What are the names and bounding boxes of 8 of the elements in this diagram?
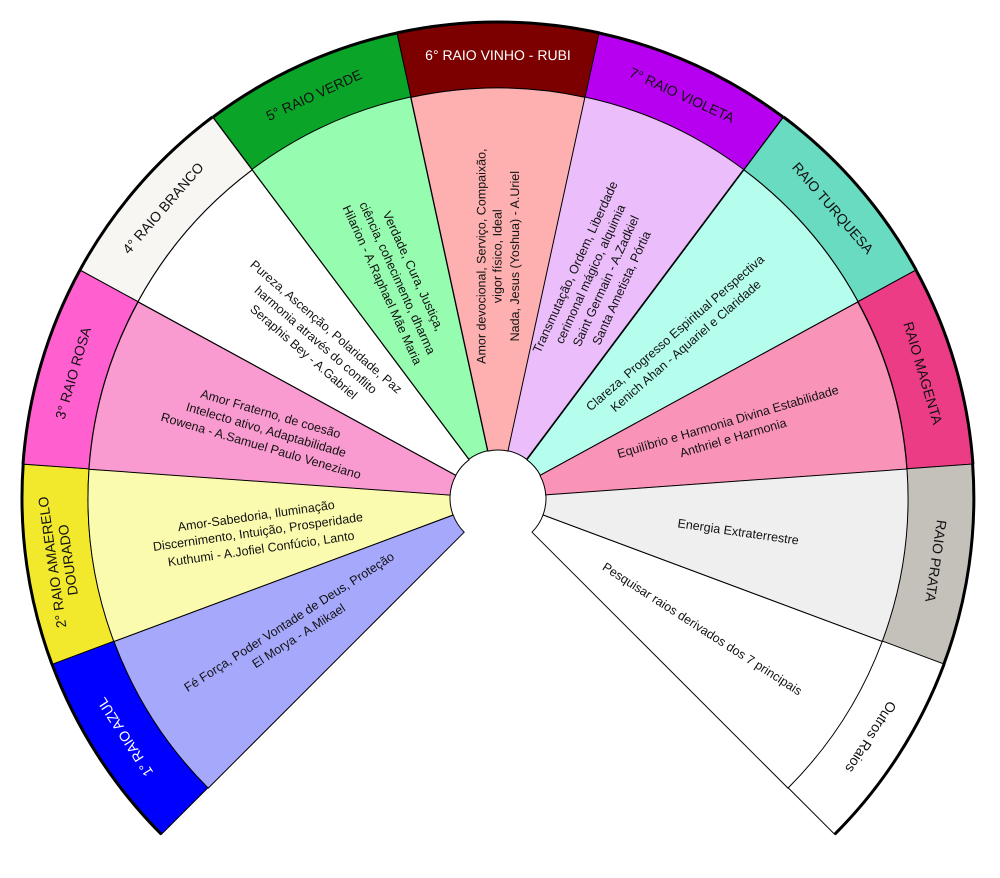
ray-description: Energia Extraterrestre [676, 516, 800, 548]
ray-title: RAIO PRATA [922, 518, 952, 606]
ray-title: 3° RAIO ROSA [50, 324, 95, 424]
ray-title: 2° RAIO AMAERELO DOURADO [33, 494, 82, 631]
ray-description: Amor devocional, Serviço, Compaixão, [474, 148, 488, 364]
ray-title: 6° RAIO VINHO - RUBI [424, 47, 572, 64]
ray-description: Nada, Jesus (Yoshua) - A.Uriel [508, 170, 522, 342]
ray-description: vigor físico, Ideal [490, 209, 506, 304]
